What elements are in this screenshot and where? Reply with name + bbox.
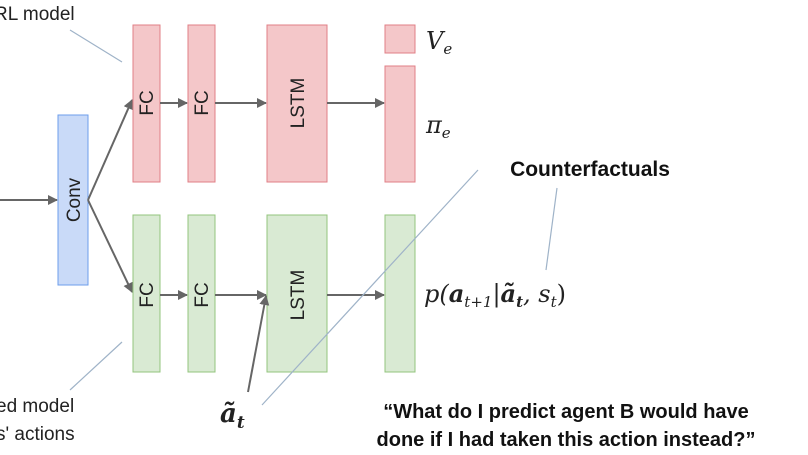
value-output-block	[384, 24, 416, 54]
quote-line1: “What do I predict agent B would have	[383, 401, 749, 423]
rl-fc1-block: FC	[132, 24, 161, 183]
rl-caption-pointer	[69, 29, 123, 63]
supervised-fc1-block: FC	[132, 214, 161, 373]
counterfactuals-heading: Counterfactuals	[510, 158, 670, 181]
supervised-fc2-block: FC	[187, 214, 216, 373]
supervised-caption-pointer	[69, 341, 123, 391]
prediction-formula: p(at+1|ãt, st)	[424, 279, 566, 311]
conv-block: Conv	[57, 114, 89, 286]
supervised-fc1-label: FC	[137, 282, 158, 307]
rl-fc2-label: FC	[192, 90, 213, 115]
action-input-arrow	[247, 295, 270, 393]
counterfactuals-pointer-short	[545, 187, 558, 271]
rl-fc1-label: FC	[137, 90, 158, 115]
conv-label: Conv	[64, 177, 85, 222]
policy-label: πe	[425, 111, 451, 142]
counterfactuals-pointer-long	[261, 169, 479, 406]
rl-lstm-label: LSTM	[288, 78, 309, 129]
rl-lstm-block: LSTM	[266, 24, 328, 183]
action-input-label: ãt	[220, 399, 245, 433]
conv-to-supervised-arrow	[87, 199, 133, 293]
supervised-lstm-block: LSTM	[266, 214, 328, 373]
value-label: Ve	[426, 27, 452, 58]
conv-to-rl-arrow	[87, 99, 133, 201]
rl-fc2-block: FC	[187, 24, 216, 183]
policy-output-block	[384, 65, 416, 183]
supervised-model-caption-line2: s' actions	[0, 424, 75, 445]
supervised-lstm-label: LSTM	[288, 270, 309, 321]
supervised-fc2-label: FC	[192, 282, 213, 307]
quote-line2: done if I had taken this action instead?…	[377, 429, 756, 451]
supervised-model-caption-line1: ed model	[0, 396, 74, 417]
rl-model-caption: RL model	[0, 4, 75, 25]
prediction-output-block	[384, 214, 416, 373]
